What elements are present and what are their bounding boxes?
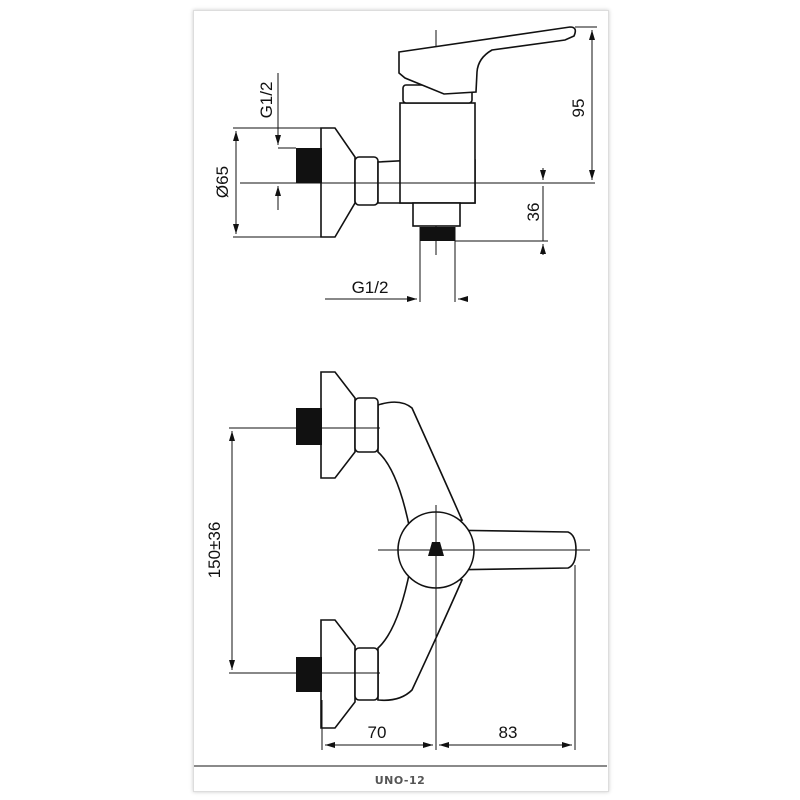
mixer-body bbox=[399, 102, 476, 204]
top-view: 150±36 70 83 bbox=[205, 371, 590, 750]
outlet-nut bbox=[412, 202, 461, 227]
side-view: G1/2 Ø65 95 36 G1/2 bbox=[213, 26, 597, 302]
dimension-height: 95 bbox=[569, 99, 588, 118]
upper-union-nut bbox=[354, 397, 379, 453]
lower-inlet-thread bbox=[296, 657, 322, 692]
dimension-thread-bottom: G1/2 bbox=[352, 278, 389, 297]
upper-inlet-thread bbox=[296, 408, 322, 445]
dimension-diameter: Ø65 bbox=[213, 166, 232, 198]
dimension-outlet-offset: 36 bbox=[524, 203, 543, 222]
outlet-thread bbox=[420, 227, 455, 241]
lever-handle bbox=[398, 26, 577, 95]
union-nut bbox=[354, 156, 379, 206]
dimension-depth-right: 83 bbox=[499, 723, 518, 742]
model-label: UNO-12 bbox=[374, 774, 426, 787]
lower-arm bbox=[377, 569, 464, 702]
lower-wall-flange bbox=[320, 619, 356, 729]
inlet-thread bbox=[296, 148, 322, 183]
dimension-spacing: 150±36 bbox=[205, 522, 224, 579]
upper-arm bbox=[377, 401, 464, 531]
dimension-depth-left: 70 bbox=[368, 723, 387, 742]
dimension-thread-left: G1/2 bbox=[257, 82, 276, 119]
lower-union-nut bbox=[354, 647, 379, 701]
upper-wall-flange bbox=[320, 371, 356, 479]
